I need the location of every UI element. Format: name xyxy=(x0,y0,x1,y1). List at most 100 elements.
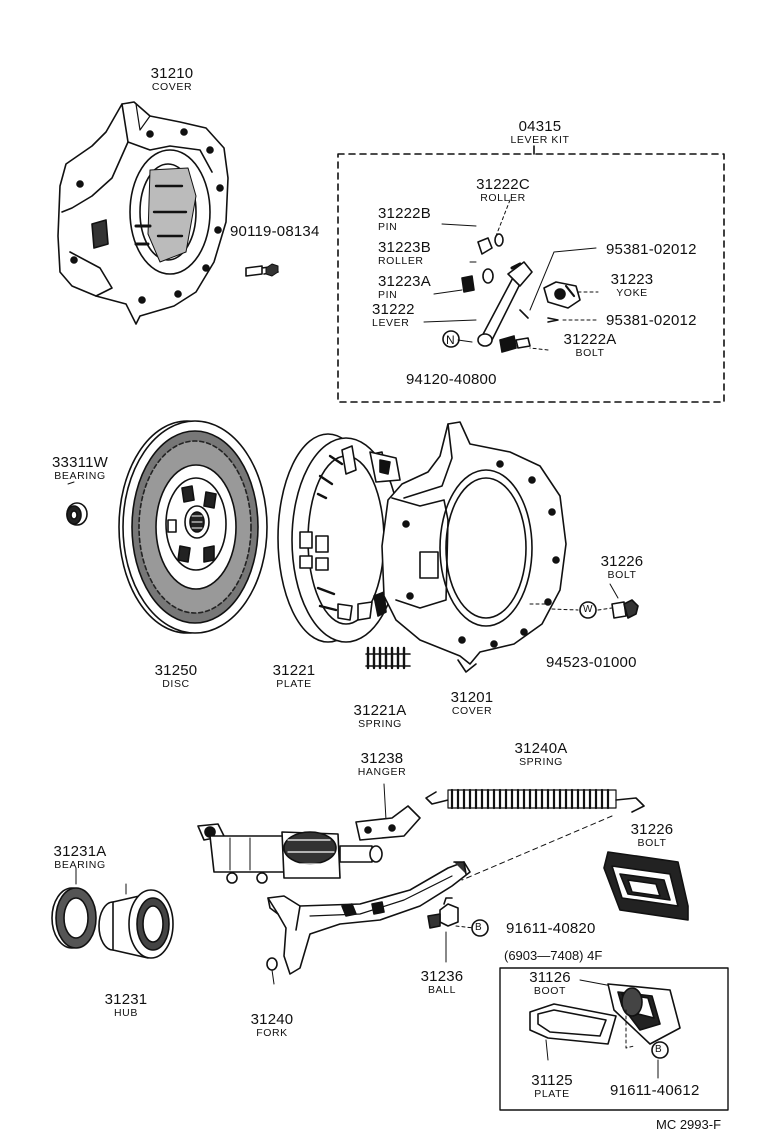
pressure-plate-drawing xyxy=(277,433,411,670)
washer-marker: W xyxy=(583,604,593,615)
part-name: BOOT xyxy=(533,985,567,997)
release-bearing-hub-drawing xyxy=(51,867,174,959)
part-number: 31223A xyxy=(378,273,431,290)
fork-drawing xyxy=(266,861,471,985)
part-name: SPRING xyxy=(519,756,563,768)
part-name: BOLT xyxy=(575,347,605,359)
label-cotter-2: 95381-02012 xyxy=(606,312,697,329)
label-plate: 31221 PLATE xyxy=(264,663,324,690)
nut-marker: N xyxy=(446,333,455,347)
label-hub: 31231 HUB xyxy=(98,992,154,1019)
part-number: 31201 xyxy=(450,689,494,706)
label-fork: 31240 FORK xyxy=(242,1012,302,1039)
part-name: PIN xyxy=(378,289,398,301)
part-name: PLATE xyxy=(534,1088,570,1100)
boot-group-box xyxy=(499,967,729,1111)
part-name: ROLLER xyxy=(480,192,526,204)
label-lever: 31222 LEVER xyxy=(372,302,415,329)
part-name: COVER xyxy=(151,81,193,93)
label-bolt-lever: 31222A BOLT xyxy=(554,332,626,359)
label-yoke: 31223 YOKE xyxy=(604,272,660,299)
boot-bolt-drawing xyxy=(603,851,689,921)
ball-bolt-marker: B xyxy=(475,922,482,933)
part-number: 31250 xyxy=(154,662,198,679)
label-ball: 31236 BALL xyxy=(414,969,470,996)
part-number: 31226 xyxy=(630,821,674,838)
part-name: BALL xyxy=(427,984,457,996)
label-bolt-mid: 31226 BOLT xyxy=(594,554,650,581)
part-name: BEARING xyxy=(54,470,106,482)
part-number: 04315 xyxy=(518,118,562,135)
label-cover-top: 31210 COVER xyxy=(140,66,204,93)
part-name: PIN xyxy=(378,221,398,233)
label-bolt-top: 90119-08134 xyxy=(230,223,320,240)
part-number: 31226 xyxy=(600,553,644,570)
part-number: 31222C xyxy=(476,176,530,193)
part-name: LEVER xyxy=(372,317,410,329)
label-boot: 31126 BOOT xyxy=(520,970,580,997)
label-plate-spring: 31221A SPRING xyxy=(344,703,416,730)
part-number: 31240A xyxy=(514,740,568,757)
label-boot-bolt: 31226 BOLT xyxy=(622,822,682,849)
part-number: 33311W xyxy=(52,454,108,471)
part-name: BOLT xyxy=(607,569,637,581)
clutch-disc-drawing xyxy=(118,420,268,634)
part-name: HANGER xyxy=(357,766,407,778)
boot-group-title: (6903—7408) 4F xyxy=(504,948,603,963)
part-name: COVER xyxy=(451,705,493,717)
part-number: 31236 xyxy=(420,968,464,985)
label-pin-a: 31223A PIN xyxy=(378,274,431,301)
cover-mid-drawing xyxy=(381,421,639,673)
part-number: 31221A xyxy=(353,702,407,719)
label-pin-b: 31222B PIN xyxy=(378,206,431,233)
part-number: 31238 xyxy=(360,750,404,767)
part-name: LEVER KIT xyxy=(510,134,570,146)
part-name: BOLT xyxy=(637,837,667,849)
label-cotter-1: 95381-02012 xyxy=(606,241,697,258)
cover-top-drawing xyxy=(57,101,279,325)
part-name: SPRING xyxy=(358,718,402,730)
part-number: 31126 xyxy=(529,969,571,986)
part-number: 31231 xyxy=(104,991,148,1008)
part-number: 31221 xyxy=(272,662,316,679)
label-pilot-bearing: 33311W BEARING xyxy=(46,455,114,482)
part-name: YOKE xyxy=(616,287,648,299)
label-nut: 94120-40800 xyxy=(406,371,497,388)
label-disc: 31250 DISC xyxy=(146,663,206,690)
part-number: 31222B xyxy=(378,205,431,222)
part-number: 31222 xyxy=(372,301,415,318)
part-number: 31240 xyxy=(250,1011,294,1028)
part-number: 31223 xyxy=(610,271,654,288)
part-name: PLATE xyxy=(276,678,312,690)
part-number: 31125 xyxy=(531,1072,573,1089)
boot-bolt-marker: B xyxy=(655,1044,662,1055)
label-hanger: 31238 HANGER xyxy=(350,751,414,778)
ball-stud-drawing xyxy=(427,897,489,963)
label-lever-kit: 04315 LEVER KIT xyxy=(500,119,580,146)
release-cylinder-drawing xyxy=(197,823,383,884)
part-name: HUB xyxy=(114,1007,138,1019)
part-name: BEARING xyxy=(54,859,106,871)
label-cover-mid: 31201 COVER xyxy=(440,690,504,717)
return-spring-drawing xyxy=(425,788,645,881)
label-washer: 94523-01000 xyxy=(546,654,637,671)
label-release-bearing: 31231A BEARING xyxy=(44,844,116,871)
label-ball-bolt: 91611-40820 xyxy=(506,920,596,937)
part-number: 31223B xyxy=(378,239,431,256)
part-number: 31231A xyxy=(53,843,107,860)
pilot-bearing-drawing xyxy=(66,481,88,526)
part-number: 31210 xyxy=(150,65,194,82)
label-boot-plate: 31125 PLATE xyxy=(522,1073,582,1100)
label-roller-b: 31223B ROLLER xyxy=(378,240,431,267)
part-number: 31222A xyxy=(563,331,617,348)
label-roller-c: 31222C ROLLER xyxy=(468,177,538,204)
label-boot-screw: 91611-40612 xyxy=(610,1082,700,1099)
part-name: ROLLER xyxy=(378,255,424,267)
label-return-spring: 31240A SPRING xyxy=(506,741,576,768)
part-name: DISC xyxy=(162,678,190,690)
figure-code: MC 2993-F xyxy=(656,1117,722,1132)
lever-kit-box xyxy=(337,145,725,403)
hanger-drawing xyxy=(355,783,421,841)
